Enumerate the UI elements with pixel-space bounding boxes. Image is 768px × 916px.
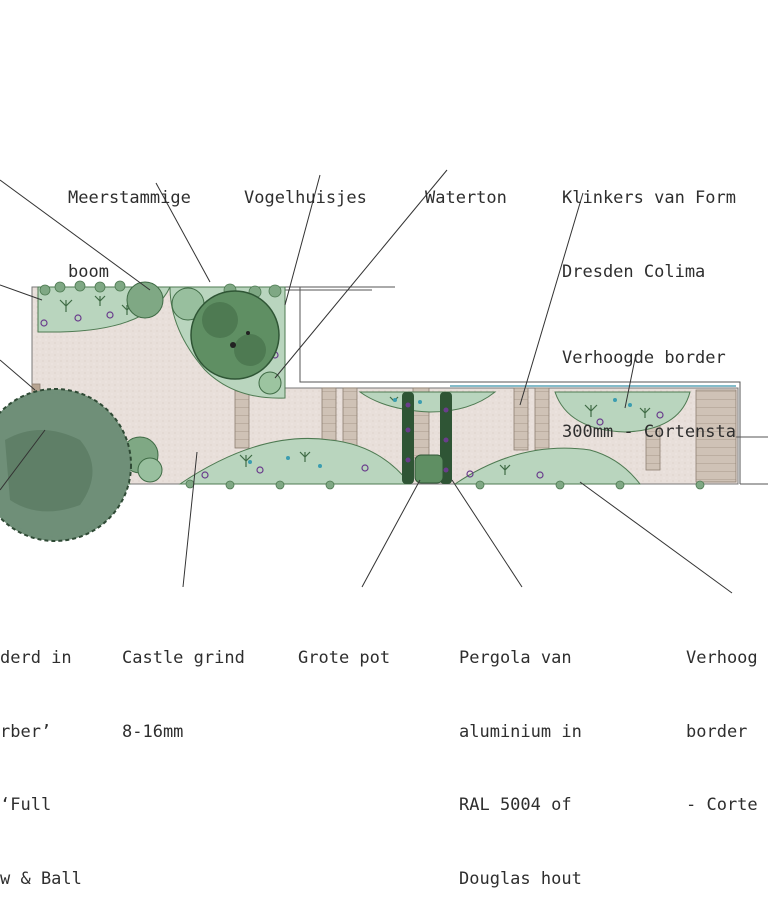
label-line: Verhoogde border — [562, 348, 726, 368]
label-line: w & Ball — [0, 868, 82, 889]
label-verhoogde-border-bottom: Verhoog border - Corte — [686, 597, 768, 842]
label-line: 300mm - Cortensta — [562, 421, 736, 442]
label-klinkers: Klinkers van Form Dresden Colima — [562, 137, 768, 309]
multistem-tree — [126, 281, 205, 321]
label-geverfd: derd in rber’ ‘Full w & Ball — [0, 597, 82, 916]
label-line: rber’ — [0, 721, 52, 742]
large-shrub — [190, 290, 280, 380]
garden-plan — [0, 169, 768, 594]
label-line: RAL 5004 of — [459, 795, 572, 815]
label-verhoogde-border-top: Verhoogde border 300mm - Cortensta — [562, 297, 768, 469]
label-line: Dresden Colima — [562, 261, 706, 282]
label-line: Castle grind — [122, 648, 245, 668]
label-line: Meerstammige — [68, 188, 191, 208]
label-line: border — [686, 721, 748, 742]
label-line: Klinkers van Form — [562, 188, 736, 208]
label-waterton: Waterton — [425, 137, 507, 235]
label-line: ‘Full — [0, 795, 52, 815]
hedge-bottom — [185, 479, 705, 490]
bed-bottom-right — [453, 447, 642, 485]
small-shrub — [121, 436, 163, 483]
bed-top-water — [358, 391, 497, 413]
bed-bottom-middle — [178, 437, 412, 485]
label-line: Verhoog — [686, 648, 758, 668]
label-line: derd in — [0, 648, 72, 668]
label-line: Vogelhuisjes — [244, 188, 367, 208]
label-pergola: Pergola van aluminium in RAL 5004 of Dou… — [459, 597, 582, 916]
large-tree — [0, 388, 132, 542]
label-castle-grind: Castle grind 8-16mm — [122, 597, 245, 769]
bed-raised-right — [554, 391, 691, 433]
label-line: Grote pot — [298, 648, 391, 668]
outline-lines — [285, 286, 768, 485]
label-meerstammige-boom: Meerstammige boom — [68, 137, 191, 309]
label-vogelhuisjes: Vogelhuisjes — [244, 137, 367, 235]
label-line: 8-16mm — [122, 721, 184, 742]
label-line: Pergola van — [459, 648, 572, 668]
label-line: aluminium in — [459, 721, 582, 742]
label-line: boom — [68, 261, 109, 282]
big-pot — [414, 454, 444, 484]
label-line: Waterton — [425, 188, 507, 208]
label-line: Douglas hout — [459, 868, 582, 889]
label-grote-pot: Grote pot — [298, 597, 390, 695]
label-line: - Corte — [686, 795, 758, 815]
leader-lines — [0, 169, 733, 594]
pergola — [402, 392, 452, 484]
